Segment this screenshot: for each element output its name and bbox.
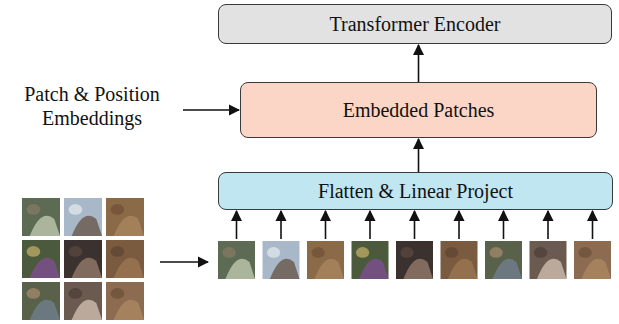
patch-arrow — [414, 211, 416, 239]
patch-arrow — [369, 211, 371, 239]
patch-tile — [530, 241, 567, 279]
patch-detail — [400, 247, 413, 258]
flow-arrow — [418, 139, 420, 172]
patch-detail — [111, 288, 125, 299]
patch-detail — [30, 258, 60, 278]
patch-detail — [448, 259, 478, 279]
patch-detail — [72, 216, 102, 236]
patch-detail — [72, 300, 102, 320]
patch-detail — [114, 258, 144, 278]
patch-detail — [69, 204, 83, 215]
patch-detail — [27, 288, 41, 299]
patch-detail — [270, 259, 300, 279]
box-label: Transformer Encoder — [330, 12, 501, 36]
patch-detail — [111, 204, 125, 215]
patch-detail — [356, 247, 369, 258]
patch-tile — [352, 241, 389, 279]
patch-detail — [537, 259, 567, 279]
projection-box: Flatten & Linear Project — [218, 172, 613, 210]
patch-tile — [64, 198, 102, 236]
patch-detail — [114, 216, 144, 236]
patch-detail — [27, 246, 41, 257]
patch-tile — [574, 241, 611, 279]
patch-tile — [64, 282, 102, 320]
patch-detail — [69, 246, 83, 257]
box-label: Flatten & Linear Project — [318, 179, 513, 203]
patch-arrow — [458, 211, 460, 239]
patch-illustration — [22, 198, 611, 320]
flow-arrow — [418, 45, 420, 82]
patch-detail — [69, 288, 83, 299]
embedding-note: Patch & Position Embeddings — [7, 82, 177, 130]
patch-tile — [485, 241, 522, 279]
embedding-box: Embedded Patches — [240, 82, 597, 138]
patch-detail — [359, 259, 389, 279]
patch-detail — [581, 259, 611, 279]
patch-detail — [267, 247, 280, 258]
patch-tile — [307, 241, 344, 279]
patch-tile — [22, 240, 60, 278]
patch-detail — [111, 246, 125, 257]
patch-arrow — [325, 211, 327, 239]
encoder-box: Transformer Encoder — [218, 4, 612, 44]
patch-detail — [492, 259, 522, 279]
box-label: Embedded Patches — [343, 98, 495, 122]
patch-arrow — [592, 211, 594, 239]
patch-detail — [30, 300, 60, 320]
patch-detail — [27, 204, 41, 215]
patch-detail — [403, 259, 433, 279]
patch-detail — [72, 258, 102, 278]
patch-tile — [64, 240, 102, 278]
patch-tile — [106, 240, 144, 278]
sequence-arrow — [160, 261, 208, 263]
patch-detail — [445, 247, 458, 258]
patch-tile — [396, 241, 433, 279]
patch-detail — [222, 247, 235, 258]
patch-tile — [441, 241, 478, 279]
patch-detail — [30, 216, 60, 236]
patch-detail — [578, 247, 591, 258]
patch-detail — [489, 247, 502, 258]
patch-arrow — [547, 211, 549, 239]
patch-detail — [534, 247, 547, 258]
patch-tile — [106, 282, 144, 320]
patch-arrow — [236, 211, 238, 239]
patch-tile — [22, 282, 60, 320]
patch-tile — [218, 241, 255, 279]
patch-arrow — [503, 211, 505, 239]
patch-arrow — [280, 211, 282, 239]
patch-tile — [106, 198, 144, 236]
patch-detail — [225, 259, 255, 279]
patch-detail — [314, 259, 344, 279]
embedding-arrow — [183, 109, 239, 111]
patch-tile — [263, 241, 300, 279]
patch-detail — [311, 247, 324, 258]
patch-tile — [22, 198, 60, 236]
patch-detail — [114, 300, 144, 320]
